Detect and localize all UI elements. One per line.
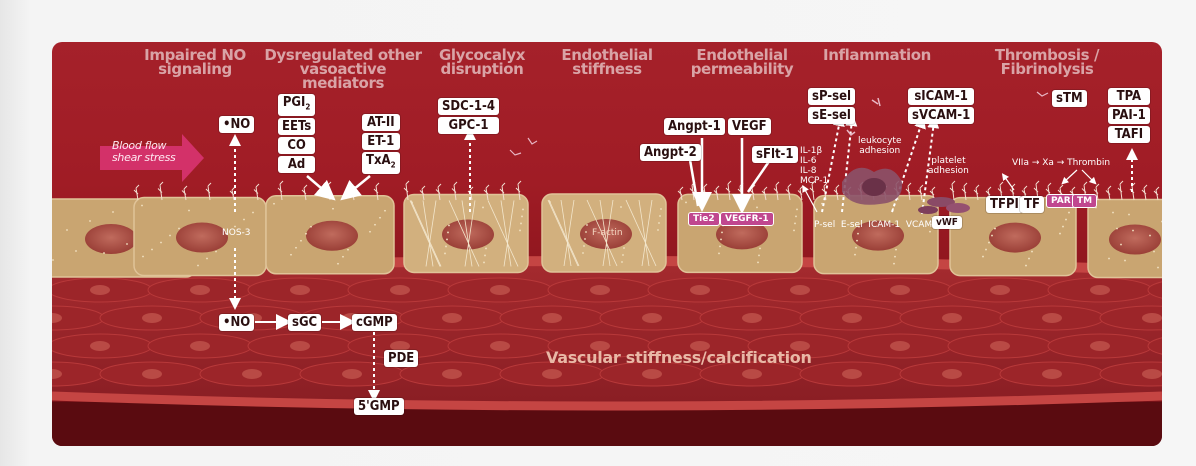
soluble-selectins: sP-sel sE-sel (808, 88, 855, 124)
sdc-box: SDC-1-4 (438, 98, 499, 115)
vasoactive-dilators: PGI2 EETs CO Ad (278, 94, 315, 173)
header-glycocalyx-disruption: Glycocalyx disruption (432, 48, 532, 76)
angpt1-box: Angpt-1 (664, 118, 725, 135)
cell-nucleus (989, 223, 1041, 253)
pgi2-box: PGI2 (278, 94, 315, 116)
svcam1-box: sVCAM-1 (908, 107, 974, 124)
cytokines-label: IL-1β IL-6 IL-8 MCP-1 (800, 146, 828, 186)
se-sel-box: sE-sel (808, 107, 855, 124)
angpt2-box: Angpt-2 (640, 144, 701, 161)
txa2-box: TxA2 (362, 152, 400, 174)
sp-sel-box: sP-sel (808, 88, 855, 105)
tf-box: TF (1020, 196, 1044, 213)
no-top-box: •NO (219, 116, 254, 133)
cell-nucleus (85, 224, 137, 254)
sgc-box: sGC (288, 314, 321, 331)
tie2-receptor: Tie2 (688, 212, 720, 226)
ad-box: Ad (278, 156, 315, 173)
header-impaired-no-signaling: Impaired NO signaling (140, 48, 250, 76)
vwf-box: vWF (932, 216, 962, 229)
sflt1-box: sFlt-1 (752, 146, 798, 163)
eets-box: EETs (278, 118, 315, 135)
fibrinolysis-markers: TPA PAI-1 TAFI (1108, 88, 1150, 143)
no-bottom-box: •NO (219, 314, 254, 331)
vascular-stiffness-label: Vascular stiffness/calcification (546, 348, 812, 367)
endothelium-diagram: Impaired NO signaling Dysregulated other… (52, 42, 1162, 446)
vegfr1-receptor: VEGFR-1 (720, 212, 774, 226)
sicam1-box: sICAM-1 (908, 88, 974, 105)
tm-receptor: TM (1072, 194, 1097, 208)
gpc1-box: GPC-1 (438, 117, 499, 134)
tafi-box: TAFI (1108, 126, 1150, 143)
cgmp-box: cGMP (352, 314, 397, 331)
5gmp-box: 5'GMP (354, 398, 404, 415)
vasoactive-constrictors: AT-II ET-1 TxA2 (362, 114, 400, 174)
pai1-box: PAI-1 (1108, 107, 1150, 124)
platelet-adhesion-label: platelet adhesion (928, 156, 969, 176)
soluble-cams: sICAM-1 sVCAM-1 (908, 88, 974, 124)
header-endothelial-stiffness: Endothelial stiffness (552, 48, 662, 76)
nos3-label: NOS-3 (222, 228, 251, 238)
co-box: CO (278, 137, 315, 154)
tfpi-box: TFPI (986, 196, 1023, 213)
cell-nucleus (176, 223, 228, 253)
et1-box: ET-1 (362, 133, 400, 150)
cell-nucleus (306, 221, 358, 251)
at2-box: AT-II (362, 114, 400, 131)
tpa-box: TPA (1108, 88, 1150, 105)
header-thrombosis-fibrinolysis: Thrombosis / Fibrinolysis (952, 48, 1142, 76)
coagulation-cascade-label: VIIa → Xa → Thrombin (1012, 158, 1110, 168)
pde-box: PDE (384, 350, 418, 367)
header-endothelial-permeability: Endothelial permeability (682, 48, 802, 76)
stm-box: sTM (1052, 90, 1087, 107)
header-dysregulated-vasoactive-mediators: Dysregulated other vasoactive mediators (258, 48, 428, 90)
leukocyte-adhesion-label: leukocyte adhesion (858, 136, 901, 156)
f-actin-label: F-actin (592, 228, 623, 238)
adhesion-receptors-label: P-sel E-sel ICAM-1 VCAM-1 (814, 220, 941, 230)
diagram-graphics (52, 42, 1162, 446)
glycocalyx-markers: SDC-1-4 GPC-1 (438, 98, 499, 134)
vegf-box: VEGF (728, 118, 771, 135)
header-inflammation: Inflammation (822, 48, 932, 62)
blood-flow-label: Blood flow shear stress (112, 140, 175, 164)
